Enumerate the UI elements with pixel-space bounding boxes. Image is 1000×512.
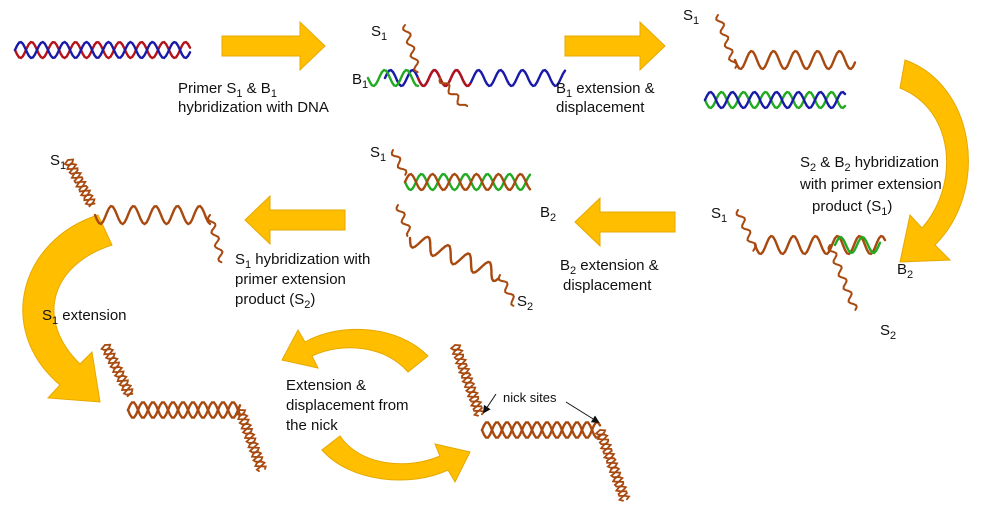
strand-blue-p3 [703,90,847,110]
strand-green-p4 [833,235,882,255]
step5-caption: S1 hybridization with primer extension p… [235,251,375,311]
strand-brown-p3 [733,49,857,71]
label-s2-b: S2 [517,293,533,313]
strand-green-p2 [366,68,420,88]
step1-caption: Primer S1 & B1 hybridization with DNA [178,80,329,116]
strand-brown-tail-p2 [402,24,420,74]
strand-brown-tail-p5 [390,149,408,176]
label-b2-a: B2 [897,261,913,281]
label-b2-b: B2 [540,204,556,224]
strand-brown-p5 [403,172,532,192]
label-s1-b: S1 [683,7,699,27]
step7-caption: Extension & displacement from the nick [286,377,413,434]
arrow-step2 [564,20,666,72]
strand-brown-tail-p7 [100,344,134,396]
step2-caption: B1 extension & displacement [556,80,659,116]
strand-brown-tail-p8b-2 [596,429,631,501]
dna-strands [13,14,887,502]
strand-brown-tail-p6-2 [66,158,96,206]
strand-blue-p2 [383,68,567,88]
arrow-step6-curved [22,214,113,403]
label-s2-a: S2 [880,322,896,342]
strand-brown-tail-p6b [207,214,224,264]
strand-brown-p4 [753,234,887,256]
step6-caption: S1 extension [42,307,127,327]
strand-brown-tail-p7-2 [103,343,134,398]
step3-caption: S2 & B2 hybridization with primer extens… [799,154,946,218]
strand-brown-tail-p4 [735,209,757,252]
label-b1-a: B1 [352,71,368,91]
strand-brown-p7b [126,401,242,419]
strand-brown-tail-p5c [497,274,515,307]
label-s1-d: S1 [370,144,386,164]
label-s1-c: S1 [711,205,727,225]
label-s1-a: S1 [371,23,387,43]
strand-brown-p6 [93,204,212,226]
arrow-cycle-bottom [321,435,471,484]
strand-brown-p5b [408,235,500,283]
strand-blue-p1 [13,40,192,60]
strand-brown-tail-p4b [827,244,858,311]
nick-pointer-left [482,393,497,414]
strand-brown-tail-p6 [63,159,96,208]
strand-red-p2 [416,68,472,88]
strand-brown-tail-p7b-2 [237,409,267,470]
arrow-cycle-top [281,328,429,373]
strand-brown-tail-p7b [234,409,267,472]
strand-brown-tail-p2b [438,77,469,108]
strand-brown-p8b [480,421,602,439]
arrow-step5 [244,194,346,246]
strand-brown-tail-p5b [395,204,411,237]
nick-pointer-right [565,401,600,424]
strand-green-p3 [703,90,847,110]
strand-brown-tail-p8-2 [451,344,486,416]
strand-brown-tail-p3 [715,14,738,69]
strand-brown-tail-p8 [449,344,483,417]
nick-sites-label: nick sites [503,390,557,405]
strand-green-p5 [403,172,532,192]
strand-brown-p7a [126,401,242,419]
strand-brown-tail-p8b [594,429,628,502]
step4-caption: B2 extension & displacement [560,257,663,294]
label-s1-e: S1 [50,152,66,172]
arrow-step4 [574,196,676,248]
arrow-step3-curved [899,59,969,263]
arrow-step1 [221,20,326,72]
